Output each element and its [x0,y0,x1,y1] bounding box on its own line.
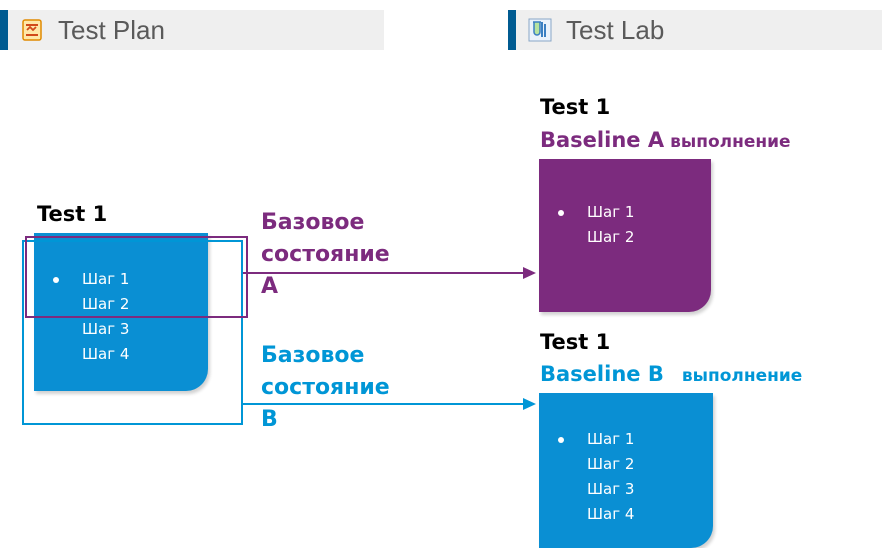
run-b-baseline-label: Baseline B выполнение [540,362,802,386]
caption-line: Базовое [261,210,365,235]
test-plan-title: Test Plan [58,14,165,45]
run-b-steps-card: Шаг 1 Шаг 2 Шаг 3 Шаг 4 [539,393,713,548]
step-list: Шаг 1 Шаг 2 Шаг 3 Шаг 4 [553,427,634,527]
step-item: Шаг 2 [587,455,635,473]
step-list: Шаг 1 Шаг 2 [553,200,634,250]
test-plan-icon [20,18,44,42]
step-item: Шаг 1 [553,200,634,225]
run-b-test-label: Test 1 [540,330,611,354]
run-a-test-label: Test 1 [540,95,611,119]
header-accent [0,10,8,50]
baseline-b-arrow-head [523,398,536,410]
step-item: Шаг 3 [587,480,635,498]
baseline-b-selection-frame [22,240,243,425]
caption-line: B [261,407,278,432]
caption-line: состояние [261,242,390,267]
step-item: Шаг 2 [587,228,635,246]
baseline-name: Baseline B [540,362,664,386]
baseline-a-arrow-head [523,267,536,279]
test-lab-icon [528,18,552,42]
test-lab-title: Test Lab [566,14,665,45]
caption-line: состояние [261,375,390,400]
caption-line: Базовое [261,343,365,368]
step-item: Шаг 2 [82,295,130,313]
step-item: Шаг 4 [587,505,635,523]
caption-line: A [261,274,279,299]
test-plan-header: Test Plan [0,10,384,50]
step-item: Шаг 4 [82,345,130,363]
header-accent [508,10,516,50]
baseline-a-selection-frame [25,236,248,318]
baseline-name: Baseline A [540,128,665,152]
baseline-b-caption: Базовое состояние B [261,340,390,436]
step-item: Шаг 1 [553,427,634,452]
test-plan-test-label: Test 1 [37,202,108,226]
step-item: Шаг 3 [82,320,130,338]
run-a-steps-card: Шаг 1 Шаг 2 [539,159,711,312]
step-list: Шаг 1 Шаг 2 Шаг 3 Шаг 4 [48,267,129,367]
step-item: Шаг 1 [48,267,129,292]
run-label: выполнение [681,366,803,386]
run-label: выполнение [670,132,791,152]
test-plan-steps-card: Шаг 1 Шаг 2 Шаг 3 Шаг 4 [34,233,208,391]
baseline-a-caption: Базовое состояние A [261,207,390,303]
test-lab-header: Test Lab [508,10,882,50]
